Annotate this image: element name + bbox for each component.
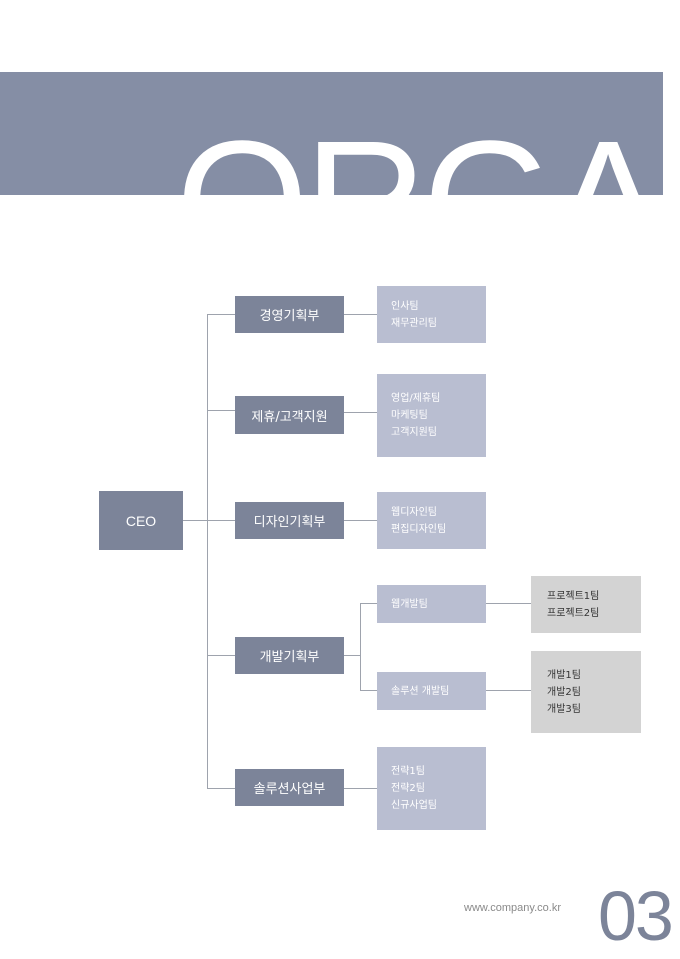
dept-design-planning: 디자인기획부 — [235, 502, 344, 539]
team-item: 신규사업팀 — [391, 800, 437, 811]
team-item: 전략2팀 — [391, 783, 425, 794]
team-box-solution-dev: 솔루션 개발팀 — [377, 672, 486, 710]
subteam-item: 개발3팀 — [547, 703, 581, 715]
connector-dept-3 — [207, 520, 235, 521]
team-item: 웹디자인팀 — [391, 506, 437, 518]
team-item: 마케팅팀 — [391, 410, 428, 421]
team-box-design: 웹디자인팀 편집디자인팀 — [377, 492, 486, 549]
connector-team-2 — [344, 412, 377, 413]
connector-dev-stub — [344, 655, 360, 656]
connector-team-5 — [344, 788, 377, 789]
team-item: 웹개발팀 — [391, 598, 428, 610]
subteam-item: 프로젝트2팀 — [547, 607, 600, 619]
team-box-solution-business: 전략1팀 전략2팀 신규사업팀 — [377, 747, 486, 830]
team-box-partnership: 영업/제휴팀 마케팅팀 고객지원팀 — [377, 374, 486, 457]
title-banner: ORGAN — [0, 72, 663, 195]
team-item: 편집디자인팀 — [391, 523, 447, 535]
team-box-management: 인사팀 재무관리팀 — [377, 286, 486, 343]
connector-team-1 — [344, 314, 377, 315]
connector-sub-solution — [486, 690, 531, 691]
connector-dev-web — [360, 603, 377, 604]
subteam-box-solution-dev: 개발1팀 개발2팀 개발3팀 — [531, 651, 641, 733]
connector-dept-2 — [207, 410, 235, 411]
connector-dept-4 — [207, 655, 235, 656]
subteam-item: 개발2팀 — [547, 686, 581, 698]
team-item: 솔루션 개발팀 — [391, 685, 450, 697]
ceo-box: CEO — [99, 491, 183, 550]
connector-dev-branch — [360, 603, 361, 691]
team-item: 고객지원팀 — [391, 427, 437, 438]
footer-url: www.company.co.kr — [464, 902, 561, 914]
connector-dept-5 — [207, 788, 235, 789]
team-box-web-dev: 웹개발팀 — [377, 585, 486, 623]
dept-development-planning: 개발기획부 — [235, 637, 344, 674]
connector-ceo-trunk — [182, 520, 208, 521]
connector-dev-solution — [360, 690, 377, 691]
connector-sub-web — [486, 603, 531, 604]
connector-team-3 — [344, 520, 377, 521]
subteam-box-web-dev: 프로젝트1팀 프로젝트2팀 — [531, 576, 641, 633]
dept-management-planning: 경영기획부 — [235, 296, 344, 333]
subteam-item: 개발1팀 — [547, 669, 581, 681]
subteam-item: 프로젝트1팀 — [547, 590, 600, 602]
connector-trunk — [207, 314, 208, 788]
page-number: 03 — [598, 877, 674, 955]
connector-dept-1 — [207, 314, 235, 315]
team-item: 영업/제휴팀 — [391, 393, 441, 404]
team-item: 재무관리팀 — [391, 317, 437, 329]
team-item: 전략1팀 — [391, 766, 425, 777]
dept-solution-business: 솔루션사업부 — [235, 769, 344, 806]
banner-title: ORGAN — [176, 116, 663, 195]
dept-partnership-support: 제휴/고객지원 — [235, 396, 344, 434]
team-item: 인사팀 — [391, 300, 419, 312]
